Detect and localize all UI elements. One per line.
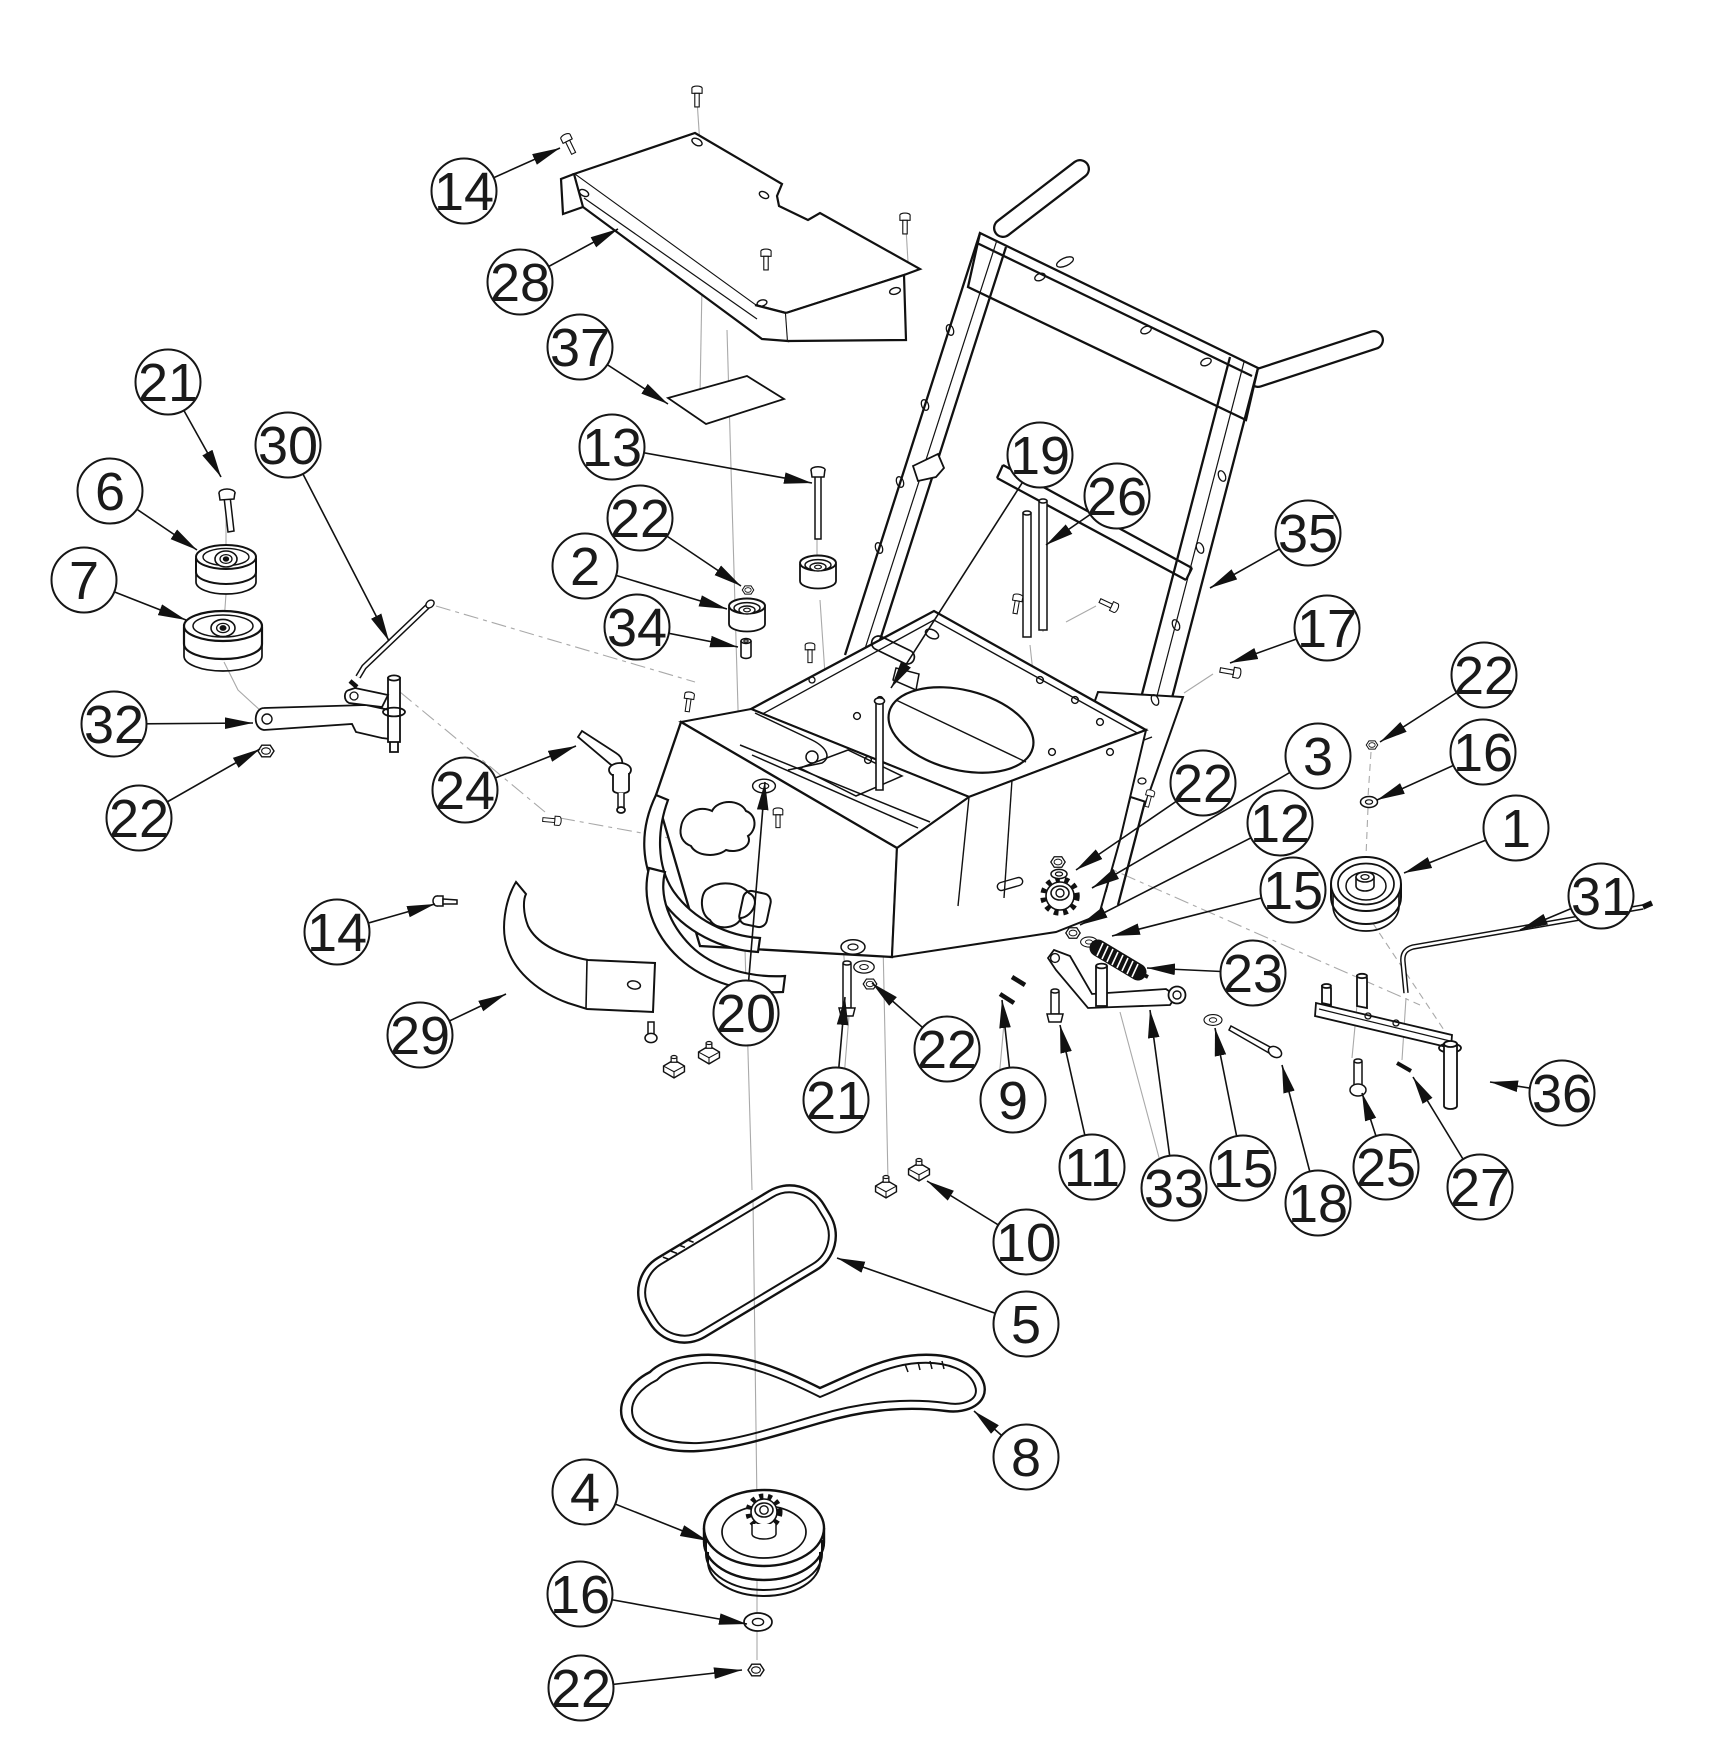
svg-text:22: 22 bbox=[1454, 646, 1514, 706]
svg-text:29: 29 bbox=[390, 1006, 450, 1066]
svg-text:37: 37 bbox=[550, 318, 610, 378]
svg-text:20: 20 bbox=[716, 984, 776, 1044]
svg-text:10: 10 bbox=[996, 1213, 1056, 1273]
svg-text:32: 32 bbox=[84, 695, 144, 755]
svg-text:19: 19 bbox=[1010, 426, 1070, 486]
svg-text:21: 21 bbox=[806, 1071, 866, 1131]
svg-text:14: 14 bbox=[307, 903, 367, 963]
svg-text:11: 11 bbox=[1064, 1138, 1120, 1198]
svg-text:33: 33 bbox=[1144, 1159, 1204, 1219]
svg-text:34: 34 bbox=[607, 598, 667, 658]
svg-text:22: 22 bbox=[1173, 754, 1233, 814]
svg-text:17: 17 bbox=[1297, 599, 1357, 659]
svg-text:36: 36 bbox=[1532, 1064, 1592, 1124]
svg-text:8: 8 bbox=[1011, 1428, 1041, 1488]
svg-text:26: 26 bbox=[1087, 467, 1147, 527]
svg-text:22: 22 bbox=[917, 1020, 977, 1080]
svg-text:6: 6 bbox=[95, 462, 125, 522]
svg-text:5: 5 bbox=[1011, 1295, 1041, 1355]
svg-text:13: 13 bbox=[582, 418, 642, 478]
svg-text:9: 9 bbox=[998, 1071, 1028, 1131]
svg-text:1: 1 bbox=[1501, 799, 1531, 859]
svg-text:15: 15 bbox=[1213, 1139, 1273, 1199]
svg-text:3: 3 bbox=[1303, 727, 1333, 787]
svg-text:30: 30 bbox=[258, 416, 318, 476]
svg-text:2: 2 bbox=[570, 537, 600, 597]
svg-text:23: 23 bbox=[1223, 944, 1283, 1004]
svg-text:15: 15 bbox=[1263, 861, 1323, 921]
svg-text:21: 21 bbox=[138, 353, 198, 413]
svg-text:18: 18 bbox=[1288, 1174, 1348, 1234]
svg-text:24: 24 bbox=[435, 761, 495, 821]
svg-text:16: 16 bbox=[1453, 723, 1513, 783]
svg-text:22: 22 bbox=[109, 789, 169, 849]
svg-text:35: 35 bbox=[1278, 504, 1338, 564]
svg-text:7: 7 bbox=[69, 551, 99, 611]
svg-text:16: 16 bbox=[550, 1565, 610, 1625]
svg-text:12: 12 bbox=[1250, 794, 1310, 854]
svg-text:27: 27 bbox=[1450, 1158, 1510, 1218]
svg-text:28: 28 bbox=[490, 253, 550, 313]
svg-text:31: 31 bbox=[1571, 867, 1631, 927]
svg-text:14: 14 bbox=[434, 162, 494, 222]
svg-text:22: 22 bbox=[610, 489, 670, 549]
svg-text:4: 4 bbox=[570, 1463, 600, 1523]
svg-text:22: 22 bbox=[551, 1659, 611, 1719]
svg-text:25: 25 bbox=[1356, 1138, 1416, 1198]
